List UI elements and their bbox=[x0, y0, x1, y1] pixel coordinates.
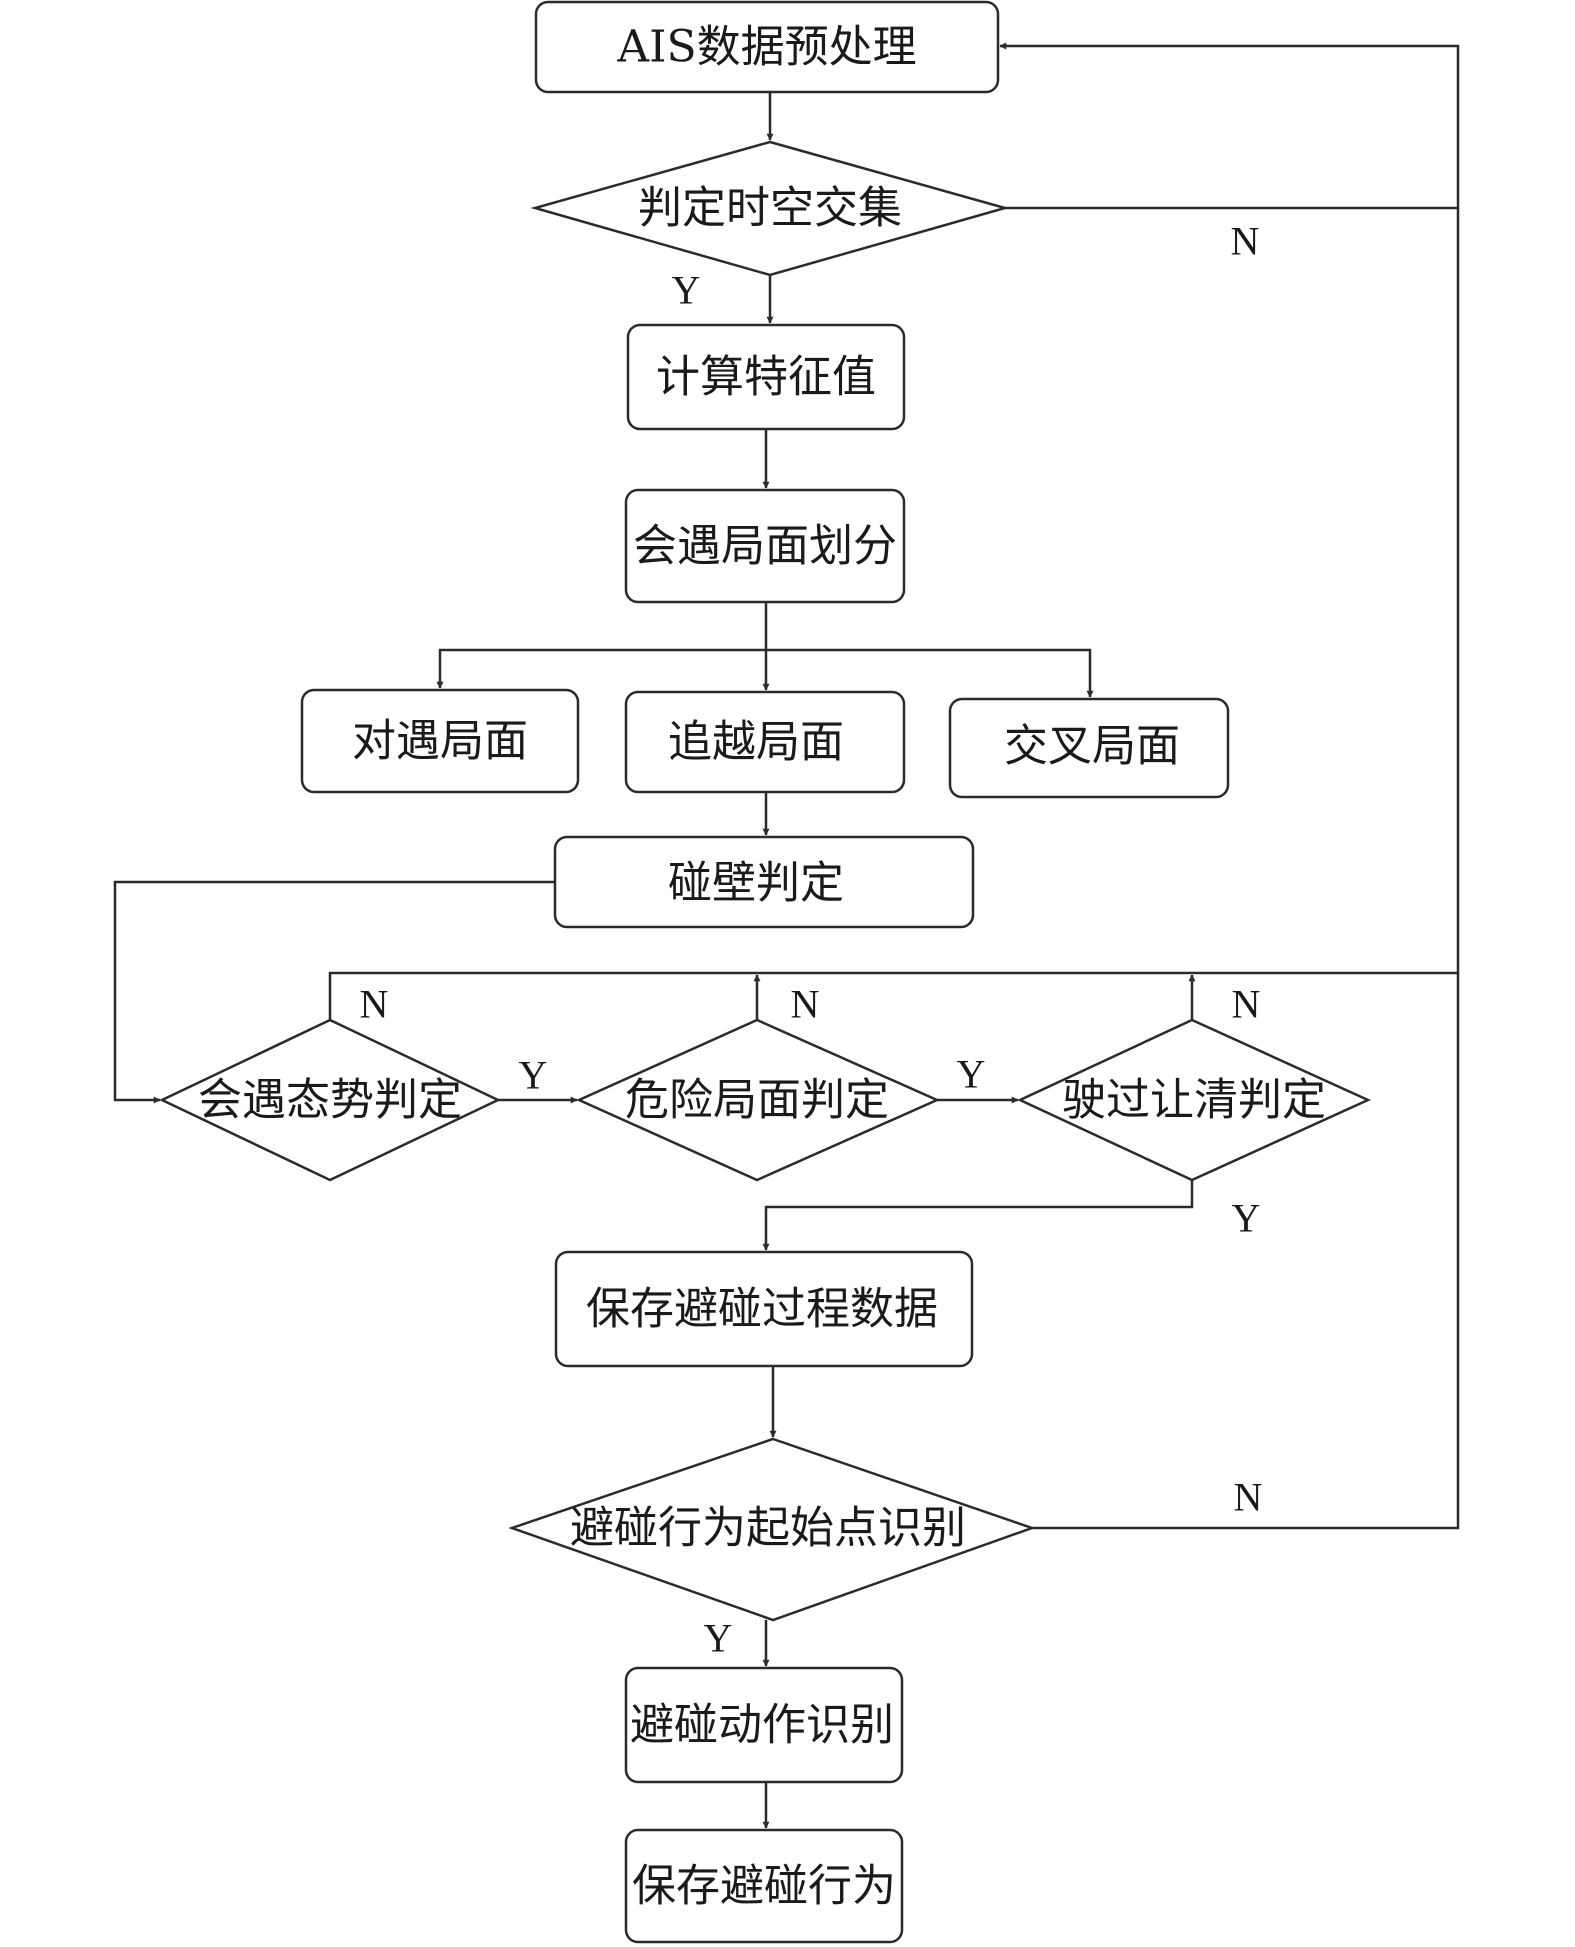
node-encounter-situation-label: 会遇态势判定 bbox=[198, 1075, 462, 1126]
node-pass-clear-label: 驶过让清判定 bbox=[1062, 1075, 1326, 1126]
edge-division-to-head-on bbox=[436, 648, 766, 689]
node-head-on: 对遇局面 bbox=[300, 688, 580, 794]
label-encounter-yes: Y bbox=[519, 1053, 548, 1098]
edges bbox=[113, 42, 1460, 1829]
node-pass-clear: 驶过让清判定 bbox=[1017, 1018, 1372, 1182]
label-danger-yes: Y bbox=[957, 1052, 986, 1097]
edge-intersection-no-loop bbox=[999, 42, 1460, 210]
edge-start-no-loop bbox=[1032, 973, 1460, 1530]
node-danger-situation-label: 危险局面判定 bbox=[625, 1075, 889, 1126]
node-save-behavior: 保存避碰行为 bbox=[624, 1828, 904, 1944]
node-save-behavior-label: 保存避碰行为 bbox=[632, 1861, 896, 1912]
label-start-no: N bbox=[1234, 1475, 1263, 1520]
node-wall-check: 碰壁判定 bbox=[553, 835, 975, 929]
nodes: AIS数据预处理 判定时空交集 计算特征值 会遇局面划分 对遇局面 追越局面 交… bbox=[159, 0, 1372, 1944]
label-start-yes: Y bbox=[704, 1616, 733, 1661]
label-clear-yes: Y bbox=[1232, 1196, 1261, 1241]
label-st-no: N bbox=[1231, 219, 1260, 264]
node-overtaking-label: 追越局面 bbox=[668, 717, 844, 768]
node-compute-features: 计算特征值 bbox=[626, 323, 906, 431]
node-preprocess: AIS数据预处理 bbox=[534, 0, 1000, 94]
label-clear-no: N bbox=[1232, 982, 1261, 1027]
edge-division-to-crossing bbox=[766, 648, 1094, 698]
node-crossing-label: 交叉局面 bbox=[1004, 721, 1180, 772]
node-preprocess-label: AIS数据预处理 bbox=[616, 22, 916, 73]
node-st-intersection-label: 判定时空交集 bbox=[638, 183, 902, 234]
node-wall-check-label: 碰壁判定 bbox=[668, 858, 844, 909]
edge-clear-to-save-process bbox=[762, 1180, 1194, 1251]
edge-labels: N Y N Y N Y N Y N Y bbox=[360, 219, 1263, 1661]
node-start-point: 避碰行为起始点识别 bbox=[508, 1437, 1036, 1622]
node-action-recognition: 避碰动作识别 bbox=[624, 1666, 904, 1784]
edge-encounter-no-loop bbox=[328, 208, 1460, 1020]
node-start-point-label: 避碰行为起始点识别 bbox=[570, 1503, 966, 1554]
node-save-process: 保存避碰过程数据 bbox=[554, 1250, 974, 1368]
node-action-recognition-label: 避碰动作识别 bbox=[630, 1700, 894, 1751]
edge-wall-to-encounter bbox=[113, 880, 555, 1104]
node-head-on-label: 对遇局面 bbox=[352, 716, 528, 767]
label-danger-no: N bbox=[791, 982, 820, 1027]
node-crossing: 交叉局面 bbox=[948, 697, 1230, 799]
label-encounter-no: N bbox=[360, 982, 389, 1027]
node-danger-situation: 危险局面判定 bbox=[575, 1018, 941, 1182]
node-compute-features-label: 计算特征值 bbox=[656, 352, 876, 403]
node-encounter-situation: 会遇态势判定 bbox=[159, 1018, 501, 1182]
node-encounter-division: 会遇局面划分 bbox=[624, 488, 906, 604]
node-encounter-division-label: 会遇局面划分 bbox=[633, 521, 897, 572]
node-save-process-label: 保存避碰过程数据 bbox=[586, 1284, 938, 1335]
node-overtaking: 追越局面 bbox=[624, 690, 906, 794]
label-st-yes: Y bbox=[672, 268, 701, 313]
node-st-intersection: 判定时空交集 bbox=[530, 140, 1010, 277]
